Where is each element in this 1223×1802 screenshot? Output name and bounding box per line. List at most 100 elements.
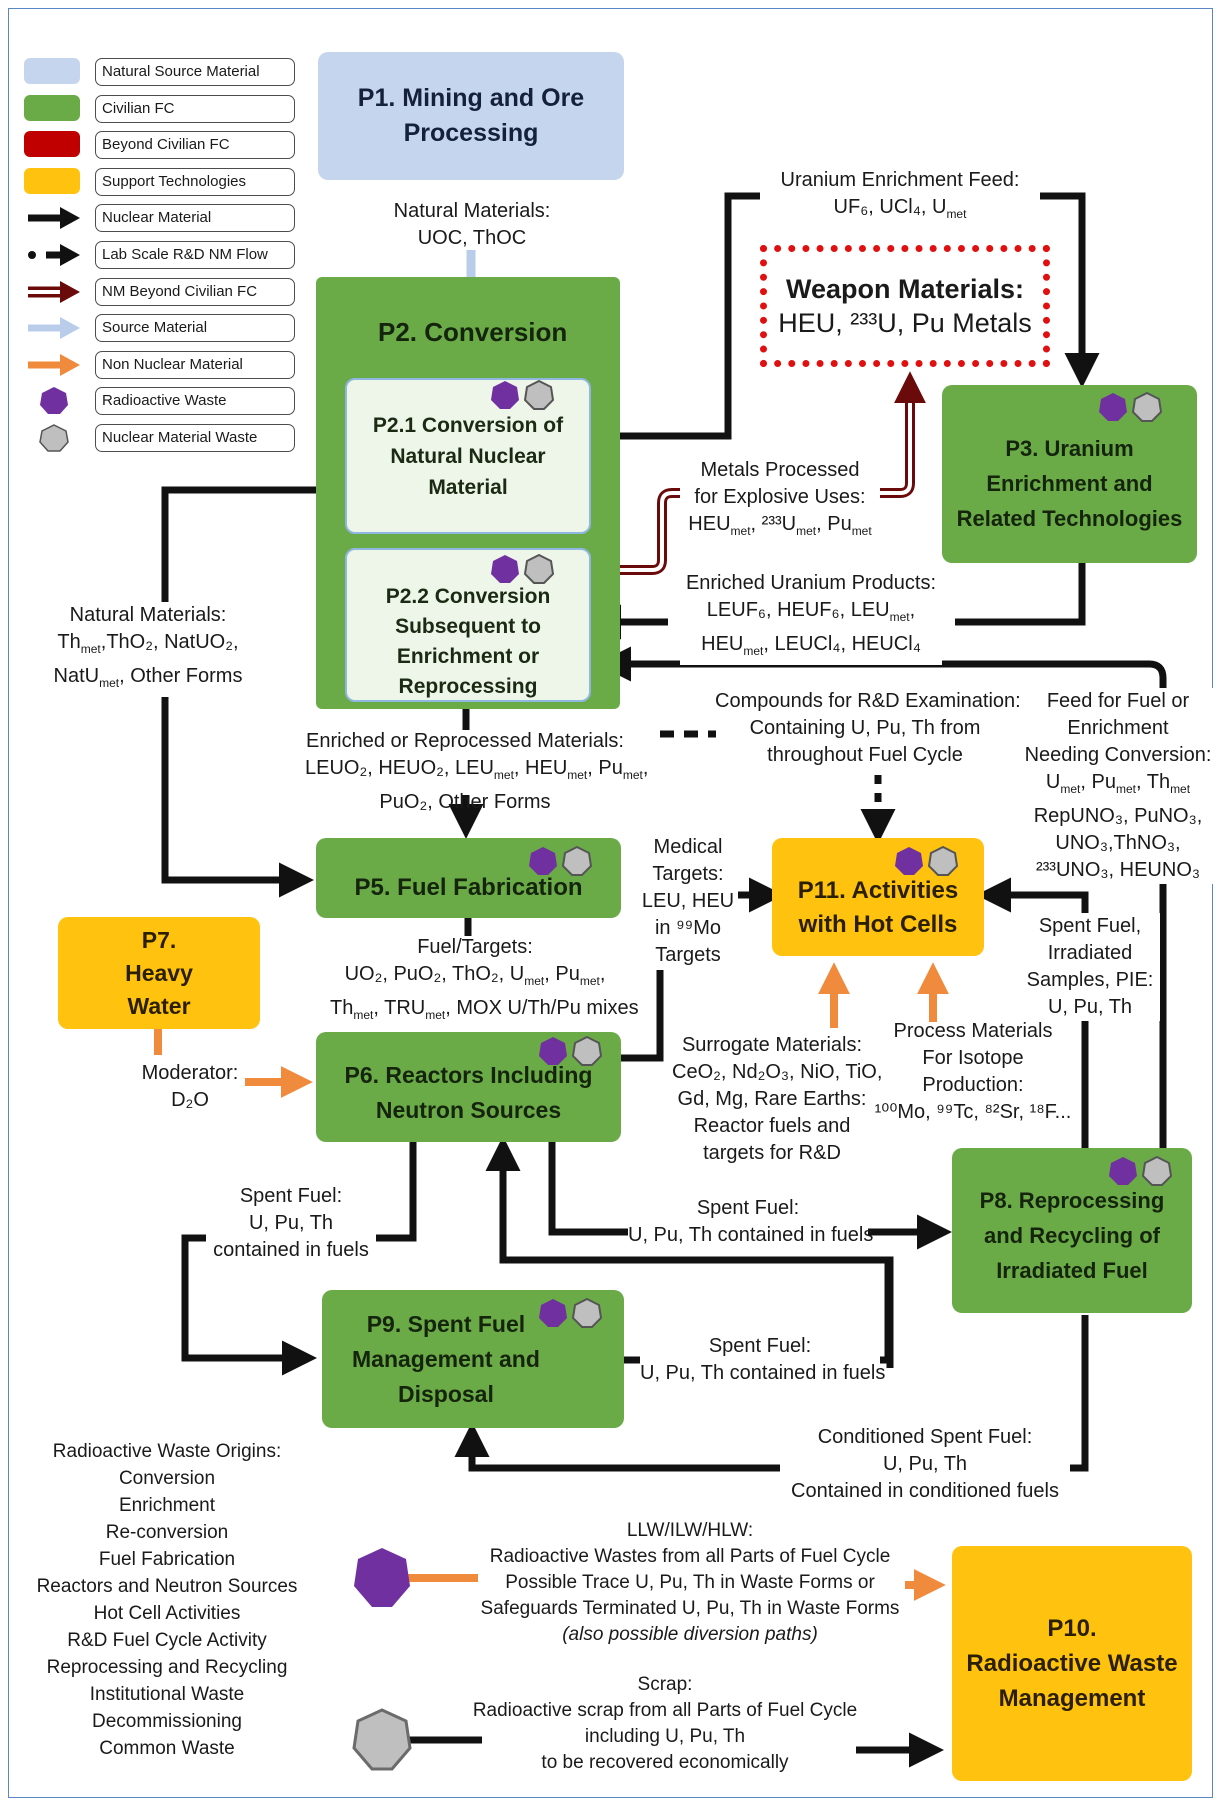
label-uranium-enrichment-feed: Uranium Enrichment Feed:UF₆, UCl₄, Umet — [760, 167, 1040, 228]
text-line: to be recovered economically — [541, 1752, 789, 1773]
legend-key — [24, 131, 84, 159]
text-line: P8. Reprocessing — [979, 1188, 1165, 1213]
label-scrap: Scrap:Radioactive scrap from all Parts o… — [470, 1672, 860, 1776]
text-line: U, Pu, Th contained in fuels — [628, 1224, 874, 1246]
legend-item: Support Technologies — [24, 167, 296, 196]
node-weapon-materials: Weapon Materials:HEU, ²³³U, Pu Metals — [760, 245, 1050, 367]
text-line: Needing Conversion: — [1024, 744, 1212, 766]
text-line: Production: — [922, 1074, 1024, 1096]
text-line: Related Technologies — [956, 505, 1183, 531]
nuclear-material-waste-icon — [571, 1035, 603, 1066]
text-line: Enriched Uranium Products: — [685, 572, 937, 594]
text-line: P9. Spent Fuel — [366, 1310, 526, 1337]
legend-item: Source Material — [24, 314, 296, 343]
text-line: Enriched or Reprocessed Materials: — [306, 730, 624, 752]
text-line: Moderator: — [141, 1062, 239, 1084]
figure-frame — [8, 8, 1213, 1798]
label-moderator: Moderator:D₂O — [130, 1060, 250, 1114]
text-line: Compounds for R&D Examination: — [715, 690, 1021, 712]
text-line: Heavy — [125, 959, 193, 986]
text-line: LEUF₆, HEUF₆, LEUmet, — [706, 599, 916, 624]
text-line: RepUNO₃, PuNO₃, — [1033, 805, 1203, 827]
text-line: Natural Nuclear — [390, 444, 546, 468]
text-line: Thmet, TRUmet, MOX U/Th/Pu mixes — [330, 997, 639, 1022]
waste-markers-p6 — [538, 1035, 606, 1066]
legend-label: Non Nuclear Material — [95, 350, 295, 379]
text-line: Gd, Mg, Rare Earths: — [677, 1088, 867, 1110]
radioactive-waste-icon — [1099, 393, 1127, 421]
legend-item: Beyond Civilian FC — [24, 131, 296, 160]
flow-medical-targets — [620, 970, 664, 1062]
text-line: ²³³UNO₃, HEUNO₃ — [1035, 859, 1201, 881]
legend-key — [24, 387, 84, 415]
text-line: For Isotope — [922, 1047, 1024, 1069]
text-line: Reactors and Neutron Sources — [36, 1576, 298, 1597]
radioactive-waste-icon — [539, 1299, 567, 1327]
text-line: Spent Fuel: — [708, 1335, 812, 1357]
text-line: UOC, ThOC — [417, 227, 527, 249]
legend-label: Natural Source Material — [95, 58, 295, 86]
nuclear-material-waste-icon — [561, 845, 593, 876]
flow-enriched-products — [955, 560, 1086, 626]
text-line: LLW/ILW/HLW: — [626, 1520, 754, 1541]
radioactive-waste-icon — [529, 847, 557, 875]
text-line: Subsequent to — [395, 615, 541, 638]
text-line: Neutron Sources — [375, 1097, 562, 1123]
text-line: with Hot Cells — [798, 911, 958, 938]
text-line: Enrichment — [118, 1495, 216, 1516]
text-line: Enrichment or — [396, 645, 540, 668]
text-line: Targets: — [652, 863, 724, 885]
legend-item: Non Nuclear Material — [24, 350, 296, 379]
legend-item: Nuclear Material — [24, 204, 296, 233]
label-natural-materials-p1: Natural Materials:UOC, ThOC — [360, 198, 584, 252]
text-line: Management and — [352, 1345, 540, 1372]
text-line: Water — [127, 992, 191, 1019]
waste-markers-p11 — [894, 845, 962, 876]
text-line: P10. — [1047, 1615, 1097, 1642]
text-line: U, Pu, Th — [248, 1212, 334, 1234]
text-line: Medical — [653, 836, 723, 858]
legend-key — [24, 424, 84, 452]
label-fuel-targets: Fuel/Targets:UO₂, PuO₂, ThO₂, Umet, Pume… — [330, 934, 639, 1029]
flow-feed-conversion — [596, 646, 1167, 1148]
legend-label: Source Material — [95, 314, 295, 343]
text-line: Material — [428, 475, 508, 499]
legend-label: Nuclear Material — [95, 204, 295, 233]
text-line: Reprocessing and Recycling — [46, 1657, 288, 1678]
text-line: CeO₂, Nd₂O₃, NiO, TiO, — [672, 1061, 883, 1083]
text-line: Metals Processed — [700, 459, 860, 481]
label-spent-fuel-p8: Spent Fuel:U, Pu, Th contained in fuels — [628, 1195, 874, 1249]
text-line: Fuel/Targets: — [417, 936, 533, 958]
text-line: Re-conversion — [105, 1522, 229, 1543]
text-line: and Recycling of — [983, 1223, 1161, 1248]
legend-key — [24, 204, 84, 232]
node-p5-title: P5. Fuel Fabrication — [354, 874, 583, 901]
text-line: Spent Fuel: — [239, 1185, 343, 1207]
legend-item: Natural Source Material — [24, 58, 296, 86]
text-line: Possible Trace U, Pu, Th in Waste Forms … — [505, 1572, 875, 1593]
label-enriched-uranium-products: Enriched Uranium Products: LEUF₆, HEUF₆, … — [680, 570, 942, 665]
text-line: Decommissioning — [92, 1711, 242, 1732]
legend-key — [24, 351, 84, 379]
legend-item: Lab Scale R&D NM Flow — [24, 241, 296, 269]
text-line: Thmet,ThO₂, NatUO₂, — [57, 631, 239, 656]
text-line: in ⁹⁹Mo — [654, 917, 722, 939]
radioactive-waste-icon — [1109, 1157, 1137, 1185]
text-line: P2.2 Conversion — [385, 585, 551, 608]
label-enriched-reprocessed: Enriched or Reprocessed Materials: LEUO₂,… — [305, 728, 649, 816]
text-line: LEUO₂, HEUO₂, LEUmet, HEUmet, Pumet, — [305, 757, 649, 782]
legend-label: Beyond Civilian FC — [95, 131, 295, 160]
legend-item: Civilian FC — [24, 94, 296, 123]
radioactive-waste-big-icon — [354, 1548, 410, 1607]
text-line: (also possible diversion paths) — [562, 1624, 818, 1645]
text-line: Enrichment — [1067, 717, 1169, 739]
nuclear-material-waste-icon — [571, 1297, 603, 1328]
nuclear-material-waste-icon — [523, 553, 555, 584]
label-natural-materials-left: Natural Materials:Thmet,ThO₂, NatUO₂,Nat… — [48, 602, 248, 697]
